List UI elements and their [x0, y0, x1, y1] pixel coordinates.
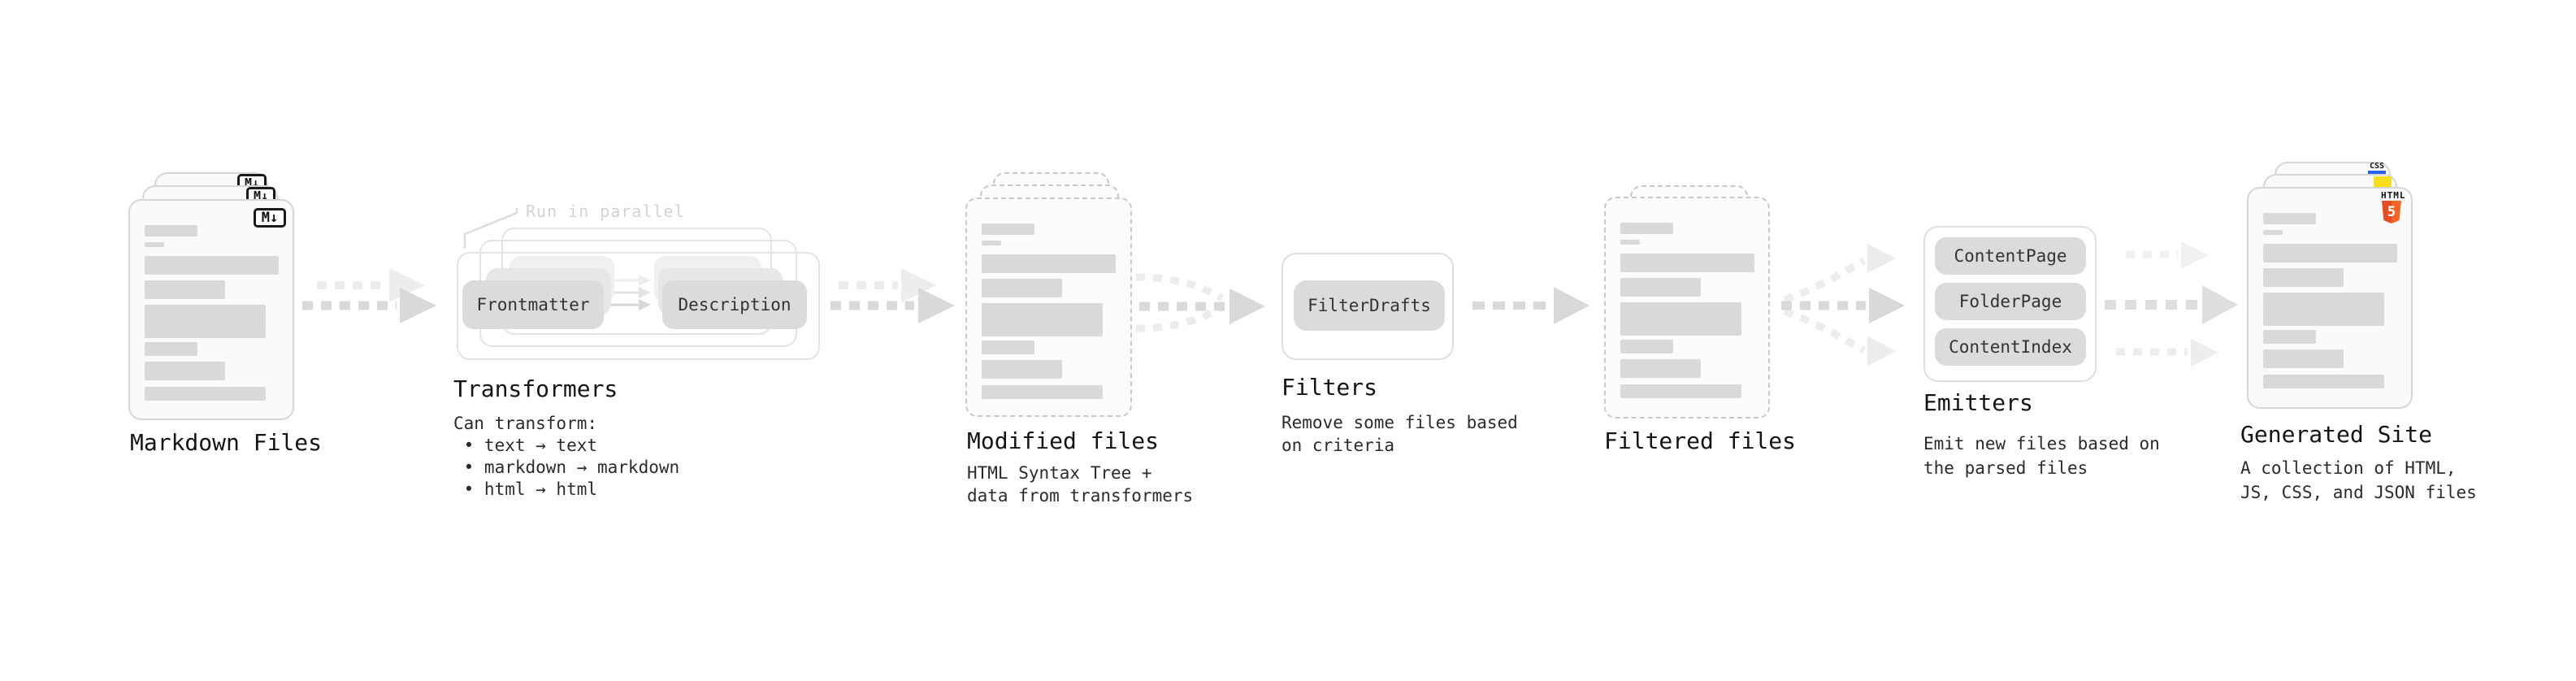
generated-doc-front	[2247, 187, 2413, 409]
text-line-placeholder	[145, 280, 225, 299]
arrow-modified-to-filters	[1135, 273, 1265, 332]
text-line-placeholder	[2263, 213, 2316, 224]
javascript-icon	[2374, 176, 2392, 188]
text-line-placeholder	[1620, 359, 1701, 378]
filtered-doc-front	[1604, 197, 1770, 419]
text-line-placeholder	[1620, 278, 1701, 297]
run-in-parallel-annotation: Run in parallel	[526, 202, 685, 221]
arrow-filters-to-filtered	[1472, 287, 1589, 324]
text-line-placeholder	[2263, 244, 2397, 262]
text-line-placeholder	[145, 362, 225, 380]
text-line-placeholder	[2263, 293, 2384, 326]
markdown-icon: M↓	[254, 208, 286, 228]
arrow-filtered-to-emitters	[1781, 244, 1905, 366]
filters-label: Filters	[1281, 374, 1378, 401]
html5-icon-label: HTML	[2381, 190, 2406, 201]
text-line-placeholder	[145, 242, 164, 247]
text-line-placeholder	[2263, 349, 2344, 368]
text-line-placeholder	[2263, 230, 2283, 235]
text-line-placeholder	[982, 254, 1116, 273]
filterdrafts-pill: FilterDrafts	[1294, 280, 1445, 331]
text-line-placeholder	[2263, 330, 2316, 344]
emitters-description: Emit new files based on the parsed files	[1923, 434, 2160, 478]
arrow-emitters-to-generated	[2105, 241, 2238, 367]
markdown-doc-front	[128, 199, 294, 420]
folderpage-pill: FolderPage	[1935, 283, 2086, 320]
contentpage-pill: ContentPage	[1935, 237, 2086, 275]
html5-icon: HTML 5	[2381, 190, 2406, 223]
generated-site-label: Generated Site	[2240, 421, 2433, 448]
description-pill: Description	[662, 280, 807, 329]
markdown-files-label: Markdown Files	[130, 429, 323, 456]
transformers-label: Transformers	[453, 375, 618, 402]
text-line-placeholder	[145, 256, 279, 275]
text-line-placeholder	[982, 223, 1034, 235]
text-line-placeholder	[1620, 223, 1673, 234]
text-line-placeholder	[982, 241, 1001, 245]
text-line-placeholder	[145, 305, 266, 338]
transformer-frame-front	[457, 252, 820, 360]
filtered-files-label: Filtered files	[1604, 427, 1797, 454]
modified-doc-front	[965, 197, 1132, 417]
text-line-placeholder	[1620, 384, 1741, 398]
text-line-placeholder	[145, 342, 197, 356]
filters-description: Remove some files based on criteria	[1281, 413, 1518, 455]
text-line-placeholder	[145, 387, 266, 401]
text-line-placeholder	[1620, 240, 1640, 245]
text-line-placeholder	[1620, 302, 1741, 336]
text-line-placeholder	[982, 303, 1103, 336]
emitters-label: Emitters	[1923, 389, 2033, 416]
text-line-placeholder	[982, 340, 1034, 354]
text-line-placeholder	[982, 360, 1062, 379]
text-line-placeholder	[2263, 268, 2344, 287]
css-icon-underline	[2368, 171, 2386, 174]
text-line-placeholder	[982, 385, 1103, 399]
text-line-placeholder	[2263, 375, 2384, 388]
text-line-placeholder	[1620, 340, 1673, 354]
generated-site-description: A collection of HTML, JS, CSS, and JSON …	[2240, 458, 2477, 502]
text-line-placeholder	[145, 225, 197, 236]
transformers-description: Can transform: • text → text • markdown …	[453, 414, 680, 499]
modified-files-label: Modified files	[967, 427, 1160, 454]
arrow-transformers-to-modified	[830, 268, 955, 323]
arrow-markdown-to-transformers	[302, 268, 436, 323]
html5-number: 5	[2387, 204, 2396, 220]
modified-files-description: HTML Syntax Tree + data from transformer…	[967, 463, 1194, 505]
contentindex-pill: ContentIndex	[1935, 328, 2086, 366]
text-line-placeholder	[982, 279, 1062, 297]
css-icon-label: CSS	[2369, 162, 2385, 171]
html5-shield: 5	[2382, 201, 2401, 223]
css-icon: CSS	[2368, 163, 2386, 174]
text-line-placeholder	[1620, 254, 1754, 272]
frontmatter-pill: Frontmatter	[462, 280, 604, 329]
